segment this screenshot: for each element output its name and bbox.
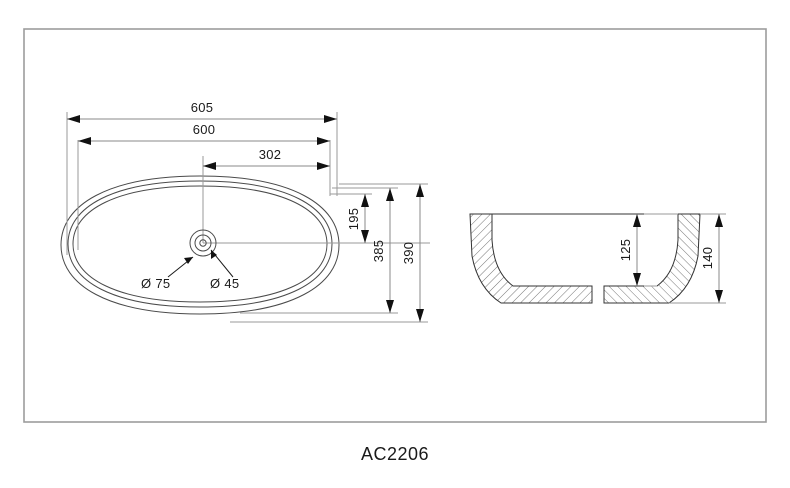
dim-390-arrow-top	[416, 184, 424, 197]
section-view-group: 125 140	[469, 213, 726, 304]
dim-302-arrow-left	[203, 162, 216, 170]
sheet-border	[23, 28, 767, 423]
dim-125-arrow-bottom	[633, 273, 641, 286]
drain-mid-circle	[194, 234, 212, 252]
plan-view-group: Ø 75 Ø 45 605 600 302	[60, 100, 430, 323]
diameter-75-arrowhead	[184, 257, 193, 264]
basin-outer-rim	[60, 175, 340, 315]
dim-140-arrow-bottom	[715, 290, 723, 303]
dim-label-600: 600	[193, 122, 216, 137]
dim-390-arrow-bottom	[416, 309, 424, 322]
dim-605-arrow-left	[67, 115, 80, 123]
dim-label-125: 125	[618, 239, 633, 262]
dim-label-605: 605	[191, 100, 214, 115]
dim-125-arrow-top	[633, 214, 641, 227]
dim-385-arrow-top	[386, 188, 394, 201]
dim-label-302: 302	[259, 147, 282, 162]
dim-label-385: 385	[371, 240, 386, 263]
dim-605-arrow-right	[324, 115, 337, 123]
diameter-45-label: Ø 45	[210, 276, 239, 291]
dim-140-arrow-top	[715, 214, 723, 227]
diameter-45-arrowhead	[211, 250, 217, 259]
page-title: AC2206	[361, 444, 429, 464]
dim-385-arrow-bottom	[386, 300, 394, 313]
dim-600-arrow-right	[317, 137, 330, 145]
section-right-wall	[603, 213, 701, 304]
section-left-wall	[469, 213, 593, 304]
dim-195-arrow-top	[361, 194, 369, 207]
diameter-75-label: Ø 75	[141, 276, 170, 291]
dim-600-arrow-left	[78, 137, 91, 145]
dim-label-195: 195	[346, 208, 361, 231]
drain-inner-circle	[199, 239, 207, 247]
basin-inner-rim	[67, 180, 333, 308]
dim-302-arrow-right	[317, 162, 330, 170]
dim-label-140: 140	[700, 247, 715, 270]
dim-195-arrow-bottom	[361, 230, 369, 243]
basin-bowl-edge	[72, 185, 328, 303]
drain-outer-circle	[189, 229, 217, 257]
dim-label-390: 390	[401, 242, 416, 265]
